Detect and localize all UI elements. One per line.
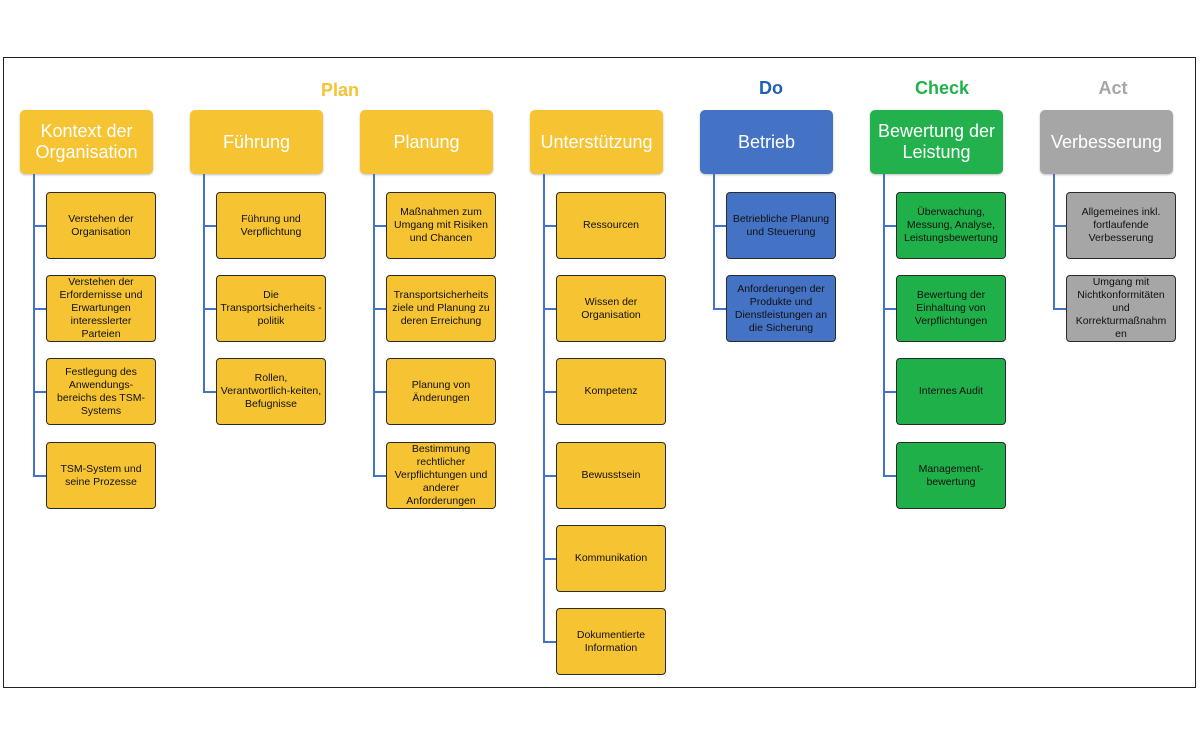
connector-branch <box>373 391 386 393</box>
item-wissen-organisation: Wissen der Organisation <box>556 275 666 342</box>
item-transportsicherheitsziele: Transportsicherheits ziele und Planung z… <box>386 275 496 342</box>
connector-branch <box>373 475 386 477</box>
column-header-betrieb: Betrieb <box>700 110 833 174</box>
connector-branch <box>373 225 386 227</box>
item-ressourcen: Ressourcen <box>556 192 666 259</box>
item-einhaltung-verpflichtungen: Bewertung der Einhaltung von Verpflichtu… <box>896 275 1006 342</box>
connector-branch <box>543 225 556 227</box>
item-transportsicherheitspolitik: Die Transportsicherheits -politik <box>216 275 326 342</box>
item-kommunikation: Kommunikation <box>556 525 666 592</box>
phase-label-plan: Plan <box>320 80 359 100</box>
column-header-bewertung: Bewertung der Leistung <box>870 110 1003 174</box>
item-internes-audit: Internes Audit <box>896 358 1006 425</box>
item-anwendungsbereich: Festlegung des Anwendungs-bereichs des T… <box>46 358 156 425</box>
item-planung-aenderungen: Planung von Änderungen <box>386 358 496 425</box>
diagram-frame <box>3 57 1196 688</box>
item-fuehrung-verpflichtung: Führung und Verpflichtung <box>216 192 326 259</box>
column-header-kontext: Kontext der Organisation <box>20 110 153 174</box>
connector-branch <box>203 391 216 393</box>
connector-branch <box>713 308 726 310</box>
connector-branch <box>543 391 556 393</box>
connector-branch <box>33 391 46 393</box>
item-managementbewertung: Management-bewertung <box>896 442 1006 509</box>
item-fortlaufende-verbesserung: Allgemeines inkl. fortlaufende Verbesser… <box>1066 192 1176 259</box>
connector-branch <box>33 225 46 227</box>
connector-branch <box>713 225 726 227</box>
item-anforderungen-produkte: Anforderungen der Produkte und Dienstlei… <box>726 275 836 342</box>
item-nichtkonformitaeten: Umgang mit Nichtkonformitäten und Korrek… <box>1066 275 1176 342</box>
item-bewusstsein: Bewusstsein <box>556 442 666 509</box>
connector-verbesserung <box>1053 174 1055 309</box>
connector-planung <box>373 174 375 476</box>
item-erfordernisse-parteien: Verstehen der Erfordernisse und Erwartun… <box>46 275 156 342</box>
connector-branch <box>883 225 896 227</box>
item-ueberwachung: Überwachung, Messung, Analyse, Leistungs… <box>896 192 1006 259</box>
connector-branch <box>373 308 386 310</box>
item-betriebliche-planung: Betriebliche Planung und Steuerung <box>726 192 836 259</box>
connector-branch <box>543 558 556 560</box>
phase-label-act: Act <box>1098 78 1128 98</box>
connector-branch <box>203 308 216 310</box>
connector-branch <box>883 475 896 477</box>
connector-branch <box>33 308 46 310</box>
connector-fuehrung <box>203 174 205 392</box>
item-rechtliche-verpflichtungen: Bestimmung rechtlicher Verpflichtungen u… <box>386 442 496 509</box>
phase-label-check: Check <box>914 78 970 98</box>
connector-betrieb <box>713 174 715 309</box>
connector-branch <box>1053 308 1066 310</box>
connector-branch <box>883 391 896 393</box>
item-verstehen-organisation: Verstehen der Organisation <box>46 192 156 259</box>
item-rollen: Rollen, Verantwortlich-keiten, Befugniss… <box>216 358 326 425</box>
phase-label-do: Do <box>759 78 783 98</box>
connector-kontext <box>33 174 35 476</box>
connector-unterstuetzung <box>543 174 545 642</box>
connector-branch <box>203 225 216 227</box>
item-risiken-chancen: Maßnahmen zum Umgang mit Risiken und Cha… <box>386 192 496 259</box>
connector-branch <box>883 308 896 310</box>
connector-branch <box>543 475 556 477</box>
column-header-fuehrung: Führung <box>190 110 323 174</box>
column-header-planung: Planung <box>360 110 493 174</box>
item-kompetenz: Kompetenz <box>556 358 666 425</box>
connector-branch <box>33 475 46 477</box>
connector-bewertung <box>883 174 885 476</box>
item-tsm-system: TSM-System und seine Prozesse <box>46 442 156 509</box>
connector-branch <box>543 308 556 310</box>
connector-branch <box>1053 225 1066 227</box>
column-header-unterstuetzung: Unterstützung <box>530 110 663 174</box>
item-dokumentierte-information: Dokumentierte Information <box>556 608 666 675</box>
connector-branch <box>543 641 556 643</box>
column-header-verbesserung: Verbesserung <box>1040 110 1173 174</box>
